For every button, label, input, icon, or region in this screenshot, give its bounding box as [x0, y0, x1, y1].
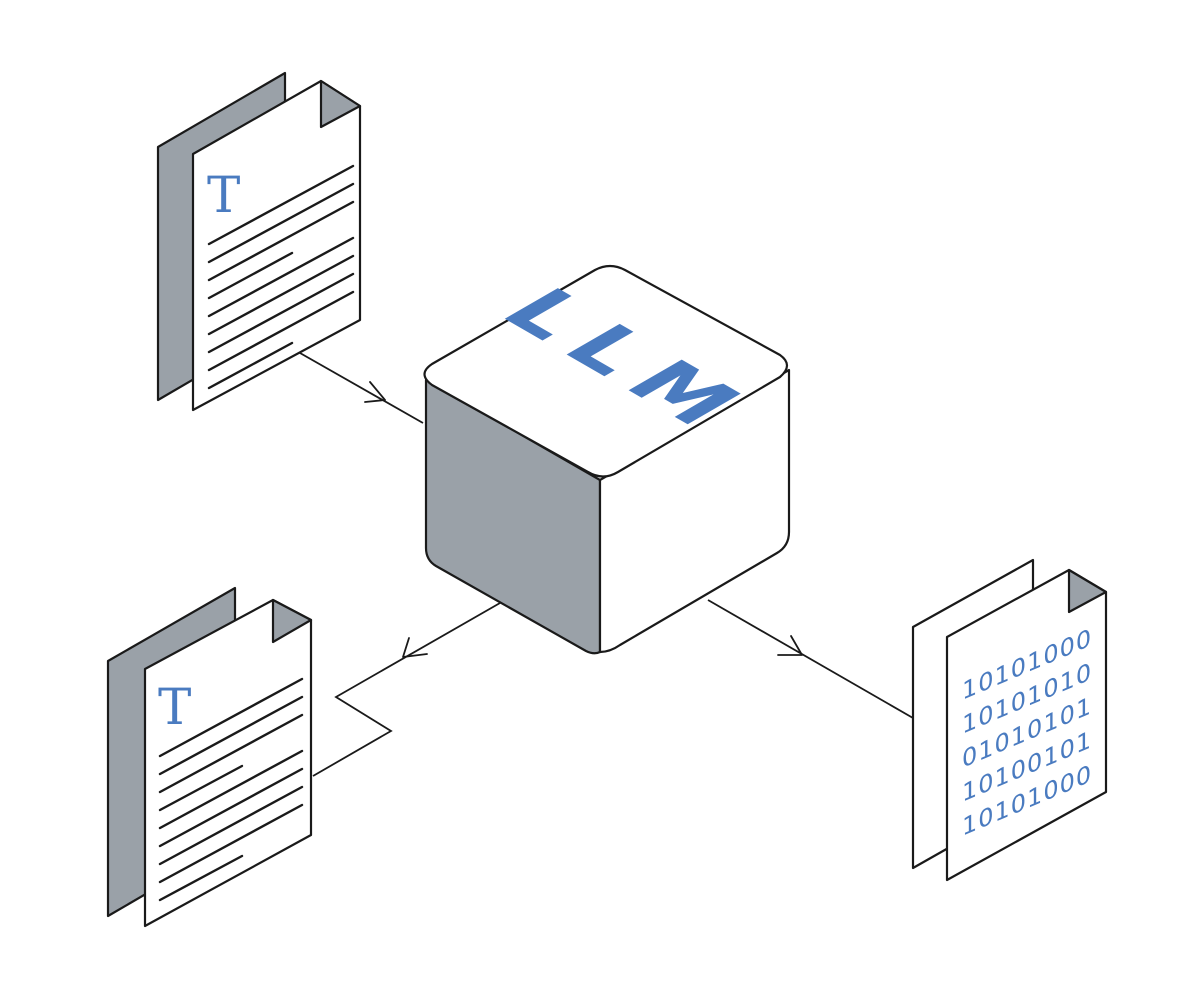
output-text-document: T — [106, 586, 313, 928]
llm-cube-top-face — [423, 264, 789, 478]
text-glyph: T — [158, 678, 191, 736]
arrow-llm-to-binary — [777, 635, 803, 656]
document-text-lines — [207, 164, 355, 390]
document-front-sheet — [143, 598, 313, 928]
document-fold-corner — [1067, 568, 1108, 614]
llm-cube-right-face — [598, 368, 791, 654]
text-glyph: T — [207, 166, 240, 224]
connector-llm-to-binary — [707, 599, 914, 719]
binary-document: 10101000 10101010 01010101 10100101 1010… — [911, 558, 1108, 882]
document-fold-corner — [319, 79, 362, 129]
input-text-document: T — [156, 71, 362, 412]
document-front-sheet — [191, 79, 362, 412]
llm-cube: LLM — [423, 264, 791, 655]
llm-cube-left-face — [424, 378, 602, 655]
document-front-sheet — [945, 568, 1108, 882]
connector-llm-to-output — [312, 602, 501, 777]
document-fold-corner — [271, 598, 313, 644]
document-text-lines — [158, 677, 304, 902]
connector-input-to-llm — [299, 352, 424, 424]
arrow-input-to-llm — [364, 381, 386, 403]
arrow-llm-to-output — [402, 637, 428, 658]
